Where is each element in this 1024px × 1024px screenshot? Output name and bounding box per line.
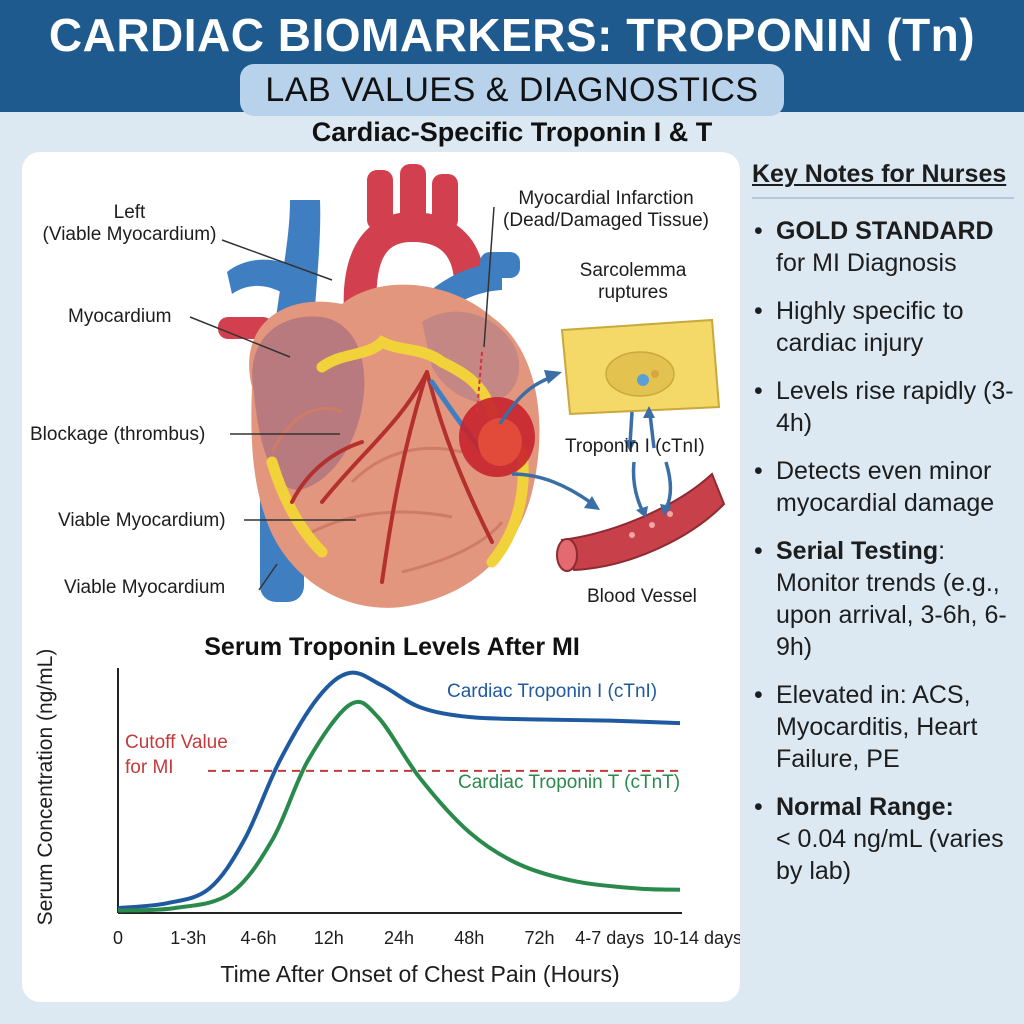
sarcolemma-cell [560,318,721,416]
label-viable-1: Viable Myocardium) [58,510,226,531]
cutoff-label-line2: for MI [125,757,174,778]
notes-title: Key Notes for Nurses [752,160,1014,199]
troponin-chart: Serum Troponin Levels After MI Serum Con… [34,633,740,987]
x-tick-label: 4-6h [240,928,276,948]
label-viable-2: Viable Myocardium [64,577,226,598]
series-line-ctni [117,670,681,911]
y-axis-label: Serum Concentration (ng/mL) [34,649,57,926]
heart-body [249,284,540,608]
note-item: •Serial Testing: Monitor trends (e.g., u… [754,537,1007,661]
x-tick-label: 0 [113,928,123,948]
note-item: •Normal Range:< 0.04 ng/mL (varies by la… [754,793,1004,885]
leader-lines [189,206,495,591]
label-mi: Myocardial Infarction (Dead/Damaged Tiss… [490,188,722,232]
chart-title: Serum Troponin Levels After MI [204,633,580,661]
cutoff-label-line1: Cutoff Value [125,732,228,753]
x-tick-label: 24h [384,928,414,948]
x-axis-label: Time After Onset of Chest Pain (Hours) [220,961,619,987]
x-ticks: 0 1-3h 4-6h 12h 24h 48h 72h 4-7 days 10-14 days [113,928,740,948]
main-title: CARDIAC BIOMARKERS: TROPONIN (Tn) [48,9,976,61]
section-heading: Cardiac-Specific Troponin I & T [311,117,713,147]
x-tick-label: 4-7 days [575,928,644,948]
heart-illustration [189,164,726,608]
label-blood-vessel: Blood Vessel [587,586,697,607]
label-myocardium: Myocardium [68,306,172,327]
blood-vessel [556,472,726,572]
label-mi-sub: (Dead/Damaged Tissue) [503,210,709,231]
note-item: •Highly specific to cardiac injury [754,297,964,357]
note-item: •Detects even minor myocardial damage [754,457,995,517]
subtitle-pill: LAB VALUES & DIAGNOSTICS [240,64,784,116]
note-item: •Elevated in: ACS, Myocarditis, Heart Fa… [754,681,978,773]
x-tick-label: 48h [454,928,484,948]
flow-arrows [498,370,673,518]
x-tick-label: 10-14 days [653,928,740,948]
label-troponin-i: Troponin I (cTnI) [565,436,705,457]
x-tick-label: 12h [314,928,344,948]
series-line-ctnt [117,699,681,913]
series-label-ctnt: Cardiac Troponin T (cTnT) [458,772,680,793]
x-tick-label: 72h [524,928,554,948]
label-left: Left (Viable Myocardium) [42,202,217,245]
label-mi-title: Myocardial Infarction [518,188,694,209]
label-sarcolemma: Sarcolemma ruptures [579,260,687,303]
series-label-ctni: Cardiac Troponin I (cTnI) [447,681,657,702]
content-card: Left (Viable Myocardium) Myocardium Bloc… [22,152,740,1002]
label-blockage: Blockage (thrombus) [30,424,206,445]
x-tick-label: 1-3h [170,928,206,948]
note-item: •Levels rise rapidly (3-4h) [754,377,1014,437]
